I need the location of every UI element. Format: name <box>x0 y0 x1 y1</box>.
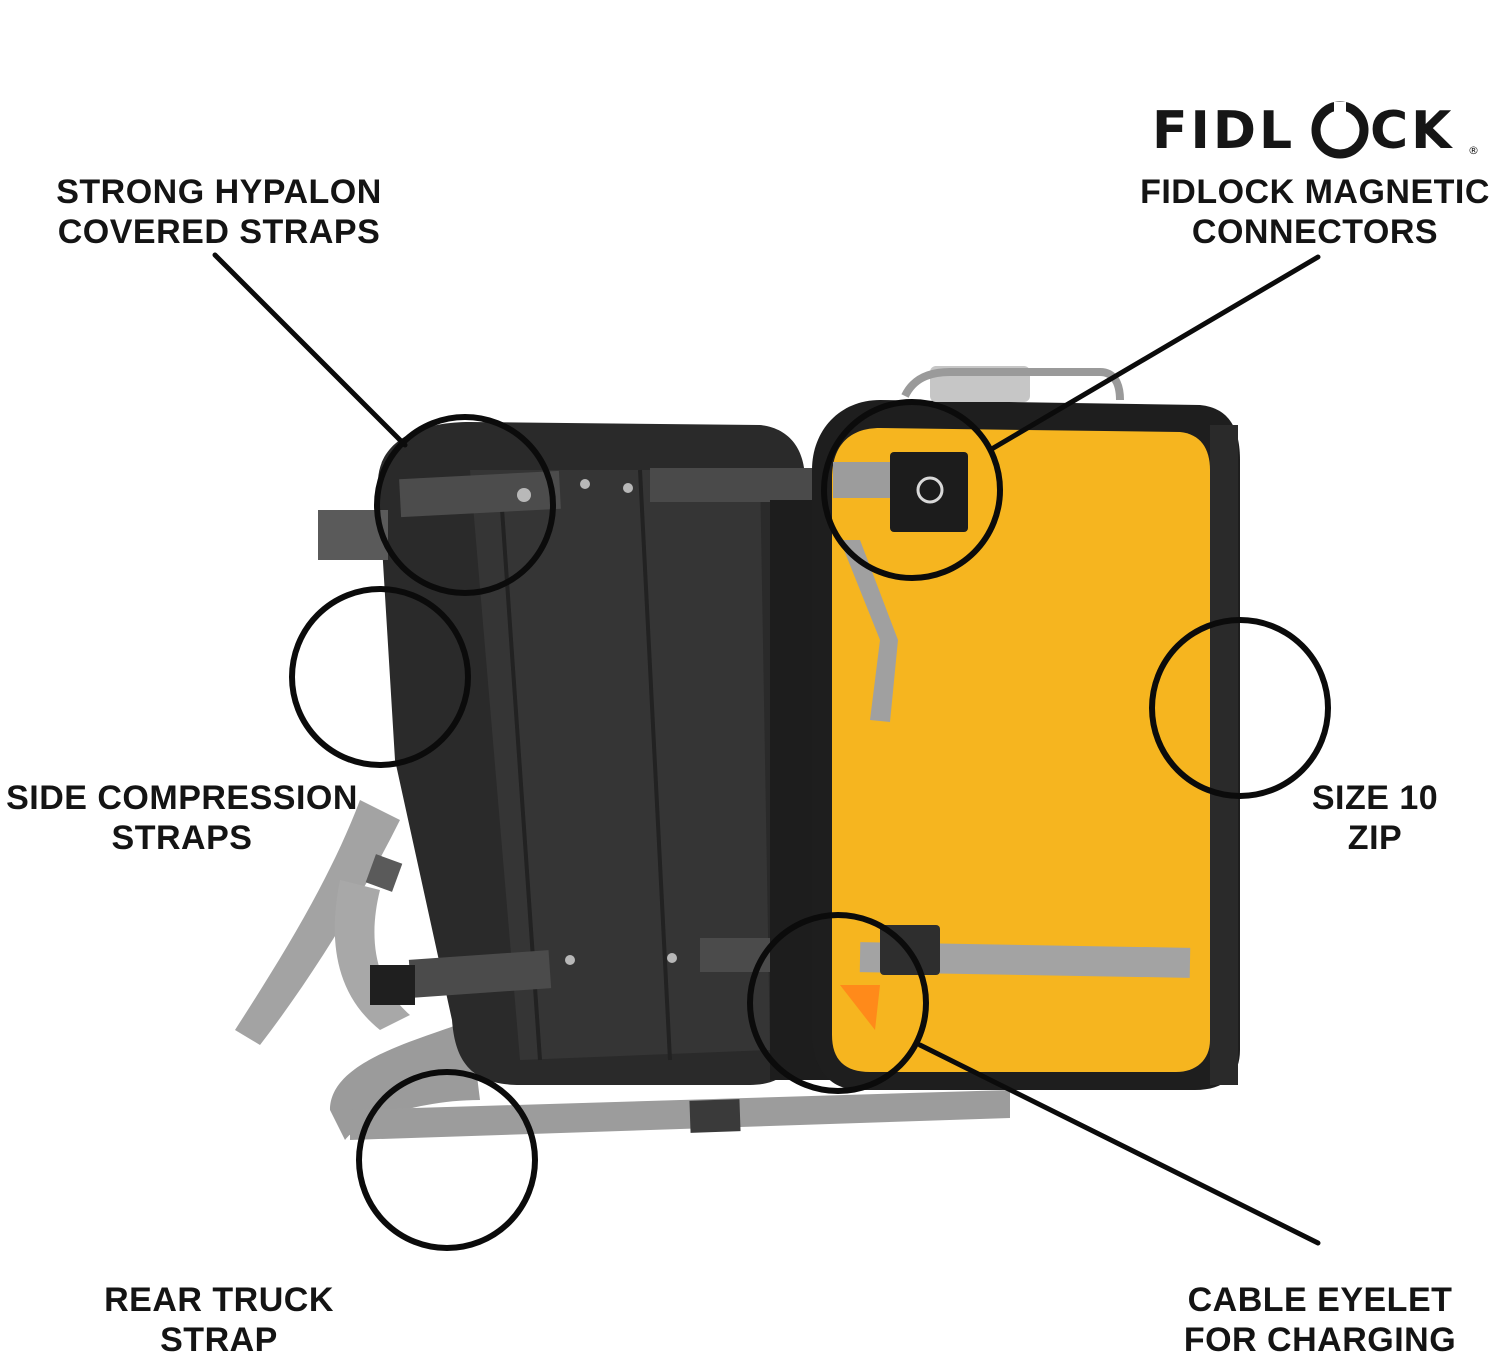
label-fidlock-connectors: FIDLOCK MAGNETIC CONNECTORS <box>1120 172 1500 252</box>
shoulder-straps <box>235 800 410 1045</box>
fidlock-logo: FIDL CK ® <box>1152 101 1479 160</box>
fidlock-logo-text-end: CK <box>1370 101 1454 160</box>
label-hypalon-straps: STRONG HYPALON COVERED STRAPS <box>40 172 398 252</box>
callout-circle-side <box>289 586 471 768</box>
callout-line-straps <box>212 252 408 448</box>
label-side-compression: SIDE COMPRESSION STRAPS <box>0 778 364 858</box>
label-hypalon-straps-line2: COVERED STRAPS <box>57 213 381 251</box>
label-cable-eyelet: CABLE EYELET FOR CHARGING <box>1165 1280 1475 1360</box>
bag-left-panel <box>318 422 820 1085</box>
label-truck-line1: REAR TRUCK <box>104 1281 334 1319</box>
callout-lines <box>212 252 1321 1246</box>
label-rear-truck: REAR TRUCK STRAP <box>90 1280 348 1360</box>
label-truck-line2: STRAP <box>160 1321 278 1359</box>
label-side-line1: SIDE COMPRESSION <box>6 779 358 817</box>
label-side-line2: STRAPS <box>111 819 253 857</box>
callout-circle-zip <box>1149 617 1331 799</box>
label-hypalon-straps-line1: STRONG HYPALON <box>56 173 382 211</box>
registered-mark: ® <box>1468 144 1479 157</box>
callout-line-fidlock <box>987 254 1321 453</box>
callout-line-cable <box>917 1042 1321 1246</box>
callout-circle-straps <box>374 414 556 596</box>
callout-circles <box>289 399 1331 1251</box>
callout-circle-truck <box>356 1069 538 1251</box>
label-zip-line1: SIZE 10 <box>1311 779 1439 817</box>
bag-right-panel <box>812 366 1240 1090</box>
label-zip-line2: ZIP <box>1347 819 1403 857</box>
callout-circle-fidlock <box>821 399 1003 581</box>
label-zip: SIZE 10 ZIP <box>1290 778 1460 858</box>
label-cable-line1: CABLE EYELET <box>1187 1281 1453 1319</box>
callout-circle-cable <box>747 912 929 1094</box>
fidlock-ring-icon <box>1311 101 1369 159</box>
label-fidlock-line1: FIDLOCK MAGNETIC <box>1140 173 1490 211</box>
label-fidlock-line2: CONNECTORS <box>1191 213 1439 251</box>
label-cable-line2: FOR CHARGING <box>1183 1321 1457 1359</box>
fidlock-logo-text: FIDL <box>1152 101 1295 160</box>
